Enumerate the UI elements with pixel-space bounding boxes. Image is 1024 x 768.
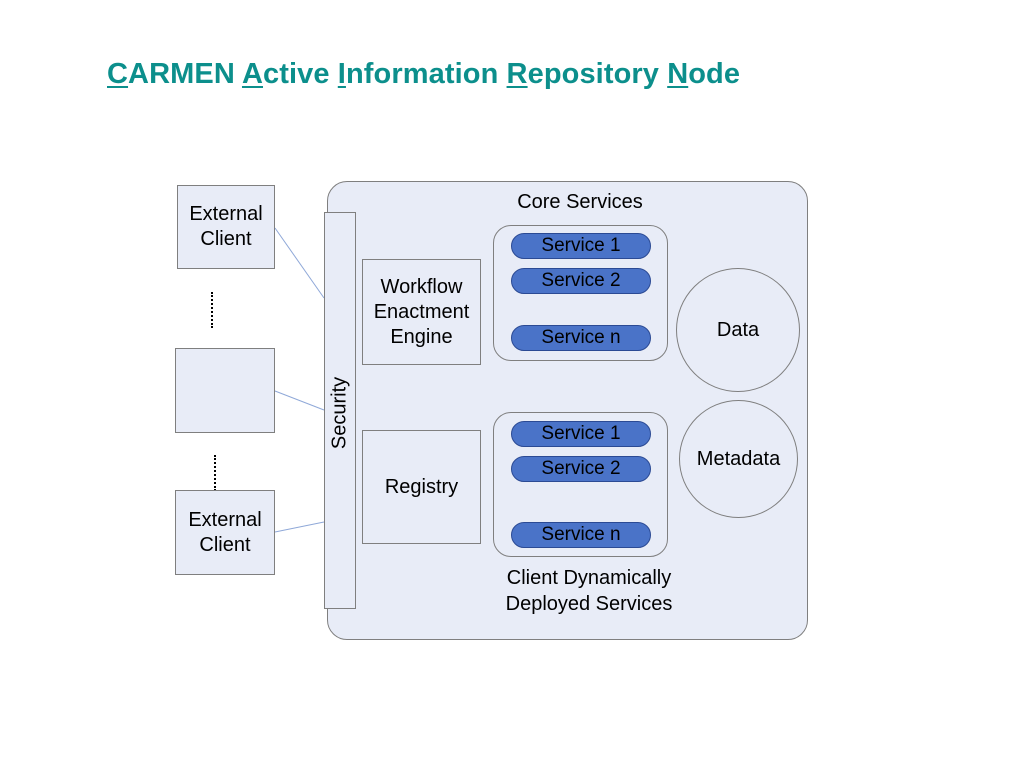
registry-label: Registry bbox=[384, 475, 459, 498]
registry-box: Registry bbox=[362, 430, 481, 544]
client-label-line1: External bbox=[188, 508, 262, 531]
connector-bottom-client bbox=[274, 521, 325, 533]
workflow-label-line2: Enactment bbox=[373, 300, 470, 323]
core-service-2: Service 2 bbox=[511, 268, 651, 294]
client-label-line1: External bbox=[189, 203, 263, 225]
security-layer: Security bbox=[324, 212, 356, 609]
security-label: Security bbox=[328, 376, 351, 450]
page-title: CARMEN Active Information Repository Nod… bbox=[107, 58, 740, 91]
ellipsis-dots-bottom bbox=[214, 455, 218, 491]
dynamic-services-label: Client Dynamically Deployed Services bbox=[484, 565, 694, 617]
title-segment: Repository bbox=[506, 58, 668, 90]
workflow-label-line3: Engine bbox=[390, 325, 453, 348]
workflow-enactment-engine: Workflow Enactment Engine bbox=[362, 259, 481, 365]
dynamic-service-1: Service 1 bbox=[511, 421, 651, 447]
dynamic-service-n: Service n bbox=[511, 522, 651, 548]
core-service-1: Service 1 bbox=[511, 233, 651, 259]
data-store: Data bbox=[676, 268, 800, 392]
dynamic-services-label-line2: Deployed Services bbox=[505, 593, 673, 615]
title-segment: Node bbox=[667, 58, 741, 90]
ellipsis-dots-top bbox=[211, 292, 215, 328]
title-segment: Active bbox=[241, 58, 338, 90]
metadata-store-label: Metadata bbox=[696, 447, 781, 470]
client-box-middle bbox=[175, 348, 275, 433]
core-services-label: Core Services bbox=[517, 191, 643, 213]
dynamic-service-2: Service 2 bbox=[511, 456, 651, 482]
connector-top-client bbox=[274, 227, 325, 299]
metadata-store: Metadata bbox=[679, 400, 798, 518]
title-segment: Information bbox=[337, 58, 507, 90]
external-client-top: External Client bbox=[177, 185, 275, 269]
external-client-bottom: External Client bbox=[175, 490, 275, 575]
client-label-line2: Client bbox=[200, 228, 252, 250]
data-store-label: Data bbox=[716, 318, 760, 341]
title-segment: CARMEN bbox=[107, 58, 242, 90]
workflow-label-line1: Workflow bbox=[380, 275, 463, 298]
dynamic-services-label-line1: Client Dynamically bbox=[506, 567, 672, 589]
connector-middle-client bbox=[274, 390, 325, 411]
client-label-line2: Client bbox=[199, 533, 251, 556]
core-service-n: Service n bbox=[511, 325, 651, 351]
